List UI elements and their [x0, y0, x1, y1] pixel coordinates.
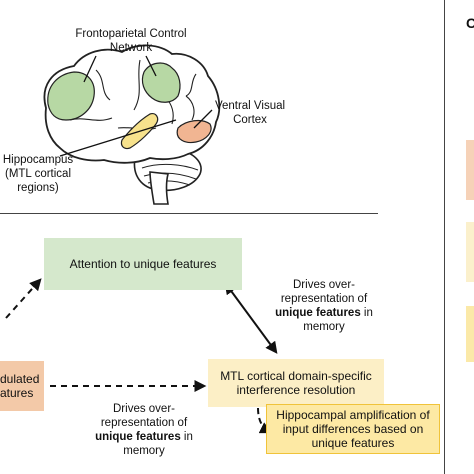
caption-right-line4: memory [303, 321, 345, 333]
caption-bottom-tail: in [180, 431, 193, 443]
leader-ventral-visual [193, 109, 213, 129]
box-mtl-interference-resolution: MTL cortical domain-specific interferenc… [208, 359, 384, 407]
label-frontoparietal-line2: Network [109, 42, 153, 54]
box-hippocampal-line3: unique features [311, 436, 395, 450]
caption-bottom-line1: Drives over- [113, 403, 175, 415]
caption-bottom-line2: representation of [100, 417, 188, 429]
box-modulated-line2: atures [0, 386, 34, 400]
box-modulated-line1: dulated [0, 372, 40, 386]
caption-right-line2: representation of [280, 293, 368, 305]
leader-frontoparietal-left [83, 55, 97, 83]
brainstem [149, 171, 169, 205]
box-mtl-line1: MTL cortical domain-specific [220, 369, 372, 383]
box-modulated-features: dulated atures [0, 361, 44, 411]
label-frontoparietal-line1: Frontoparietal Control [75, 28, 187, 40]
caption-right-tail: in [360, 307, 373, 319]
label-ventral-visual: Ventral Visual Cortex [208, 99, 292, 127]
caption-bottom-bold: unique features [95, 431, 181, 443]
box-hippocampal-line1: Hippocampal amplification of [276, 408, 430, 422]
caption-right: Drives over- representation of unique fe… [262, 278, 386, 334]
box-attention-unique-features: Attention to unique features [44, 238, 242, 290]
caption-right-line3: unique features in [262, 306, 386, 320]
arrow-attention-mtl [224, 282, 278, 354]
arrows [5, 278, 278, 434]
panel-divider-horizontal [0, 213, 378, 214]
caption-right-bold: unique features [275, 307, 361, 319]
caption-right-line1: Drives over- [293, 279, 355, 291]
frontoparietal-region-right [141, 62, 181, 103]
leader-frontoparietal-right [145, 55, 157, 77]
brain-illustration [43, 44, 221, 205]
label-ventral-visual-line2: Cortex [233, 114, 267, 126]
panel-divider-vertical [444, 0, 445, 474]
label-hippocampus: Hippocampus (MTL cortical regions) [0, 153, 82, 195]
box-mtl-line2: interference resolution [236, 383, 356, 397]
box-hippocampal-line2: input differences based on [282, 422, 424, 436]
side-panel-swatch-yellow-dark [466, 306, 474, 362]
label-hippocampus-line1: Hippocampus [2, 154, 74, 166]
ventral-visual-region [176, 119, 212, 144]
frontoparietal-region-left [47, 71, 95, 121]
side-panel-swatch-yellow [466, 222, 474, 282]
box-hippocampal-amplification: Hippocampal amplification of input diffe… [266, 404, 440, 454]
label-hippocampus-line2: (MTL cortical [4, 168, 72, 180]
label-ventral-visual-line1: Ventral Visual [214, 100, 286, 112]
side-panel-swatch-orange [466, 140, 474, 200]
label-hippocampus-line3: regions) [17, 182, 59, 194]
caption-bottom-line3: unique features in [82, 430, 206, 444]
leader-hippocampus [59, 119, 177, 157]
caption-bottom: Drives over- representation of unique fe… [82, 402, 206, 458]
next-panel-label-fragment: C [466, 16, 474, 30]
label-frontoparietal: Frontoparietal Control Network [52, 27, 210, 55]
arrow-mtl-to-hippocampal [257, 407, 273, 434]
box-attention-text: Attention to unique features [69, 257, 217, 271]
arrow-modulated-to-attention [5, 278, 42, 319]
label-leader-lines [59, 55, 213, 157]
caption-bottom-line4: memory [123, 445, 165, 457]
